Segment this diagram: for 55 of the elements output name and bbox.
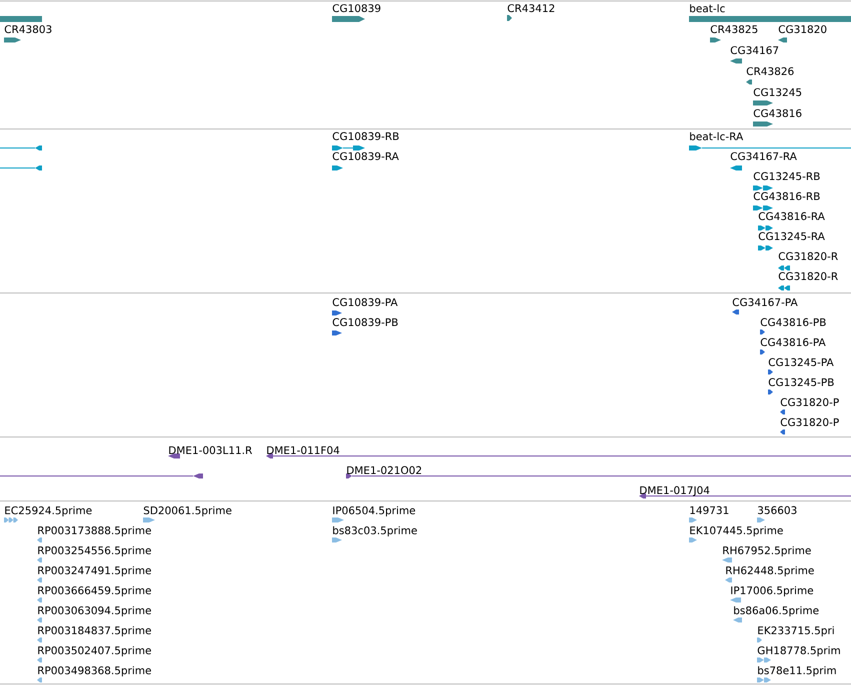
feature-label: RP003666459.5prime xyxy=(38,586,151,596)
feature-label: DME1-003L11.R xyxy=(169,446,252,454)
feature-label: bs86a06.5prime xyxy=(734,606,819,616)
feature-label: 149731 xyxy=(690,506,728,514)
feature-label: IP06504.5prime xyxy=(333,506,416,516)
feature-label: CG43816-PA xyxy=(760,338,826,346)
feature-label: RP003063094.5prime xyxy=(38,606,151,616)
feature-label: RP003498368.5prime xyxy=(38,666,151,676)
feature-label: RP003254556.5prime xyxy=(38,546,151,556)
feature-label: beat-lc-RA xyxy=(690,132,744,140)
feature-label: CG13245-PA xyxy=(768,358,834,366)
feature-label: CG10839-PA xyxy=(332,298,398,306)
feature-label: CG43816-RB xyxy=(754,192,820,200)
feature-label: CG31820-R xyxy=(778,272,838,280)
feature-label: DME1-017J04 xyxy=(640,486,710,496)
feature-label: EC25924.5prime xyxy=(5,506,92,516)
feature-label: RH62448.5prime xyxy=(726,566,814,576)
feature-label: CG31820-P xyxy=(780,418,839,426)
feature-label: DME1-021O02 xyxy=(347,466,422,474)
feature-label: CG34167-PA xyxy=(732,298,798,306)
feature-label: CG43816-PB xyxy=(760,318,826,326)
feature-label: CG13245-PB xyxy=(768,378,834,386)
feature-label: SD20061.5prime xyxy=(144,506,232,516)
feature-label: RP003184837.5prime xyxy=(38,626,151,636)
feature-label: DME1-011F04 xyxy=(267,446,340,454)
feature-label: CG31820-P xyxy=(780,398,839,406)
feature-label: bs78e11.5prim xyxy=(758,666,836,676)
feature-label: CR43826 xyxy=(746,67,794,76)
feature-label: RP003247491.5prime xyxy=(38,566,151,576)
feature-label: CG10839-RA xyxy=(332,152,399,160)
feature-label: CG13245-RB xyxy=(754,172,820,180)
feature-label: RP003173888.5prime xyxy=(38,526,151,536)
feature-label: GH18778.5prim xyxy=(758,646,840,656)
feature-label: EK107445.5prime xyxy=(690,526,783,536)
feature-label: CG31820-R xyxy=(778,252,838,260)
feature-label: 356603 xyxy=(758,506,796,514)
feature-label: RH67952.5prime xyxy=(723,546,811,556)
feature-label: CR43412 xyxy=(508,4,554,12)
feature-label: IP17006.5prime xyxy=(731,586,814,596)
feature-label: beat-lc xyxy=(690,4,725,12)
feature-label: CG13245 xyxy=(754,88,802,96)
feature-label: CG34167 xyxy=(730,46,778,54)
feature-label: CG10839-RB xyxy=(332,132,399,140)
feature-label: CG43816-RA xyxy=(758,212,825,220)
feature-label: CG34167-RA xyxy=(730,152,797,160)
feature-label: CG10839 xyxy=(332,4,380,12)
feature-label: RP003502407.5prime xyxy=(38,646,151,656)
feature-label: EK233715.5pri xyxy=(758,626,834,636)
feature-label: CG13245-RA xyxy=(758,232,825,240)
feature-label: CG10839-PB xyxy=(332,318,398,326)
feature-label: CR43803 xyxy=(4,25,52,34)
feature-label: CG31820 xyxy=(778,25,826,34)
feature-label: CR43825 xyxy=(710,25,758,34)
feature-label: bs83c03.5prime xyxy=(333,526,417,536)
feature-label: CG43816 xyxy=(754,109,802,118)
